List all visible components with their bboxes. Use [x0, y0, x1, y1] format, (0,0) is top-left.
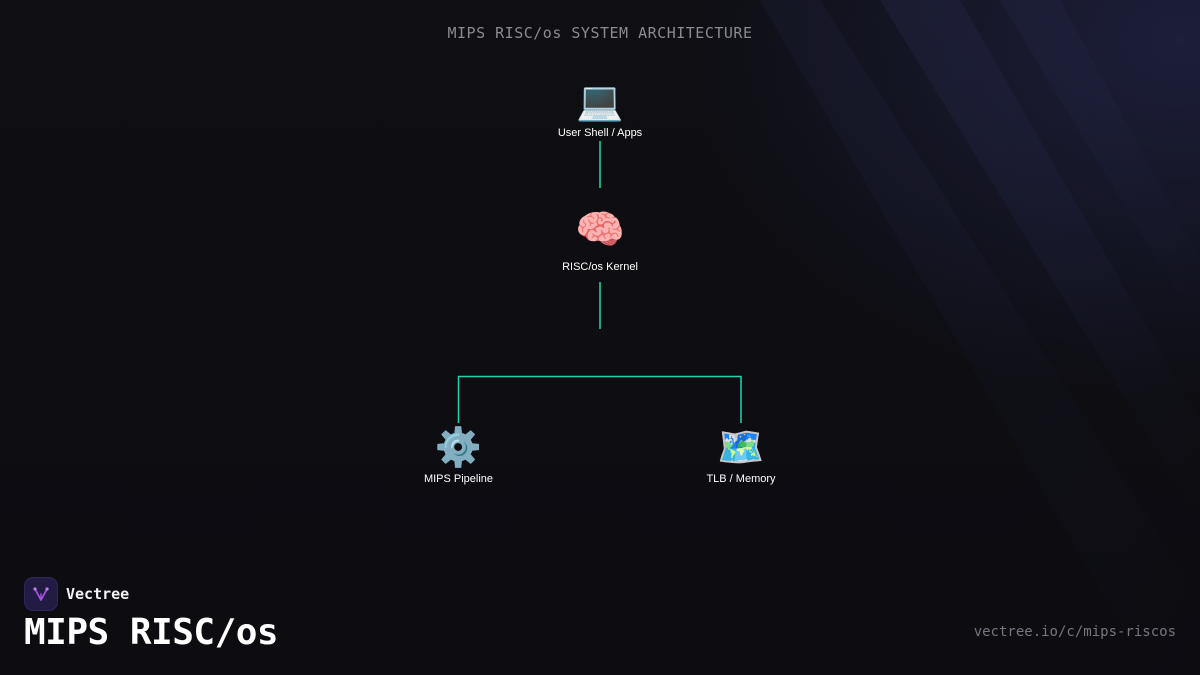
- node-label: TLB / Memory: [706, 473, 776, 485]
- brand[interactable]: Vectree: [24, 577, 129, 611]
- laptop-icon: 💻: [576, 81, 624, 123]
- vectree-logo-icon: [24, 577, 58, 611]
- edge-kernel-branches: [457, 375, 742, 423]
- page-title: MIPS RISC/os: [24, 612, 279, 653]
- diagram-title: MIPS RISC/os SYSTEM ARCHITECTURE: [447, 24, 753, 42]
- brain-icon: 🧠: [575, 208, 625, 252]
- gear-icon: ⚙️: [434, 427, 483, 469]
- node-user-shell[interactable]: 💻 User Shell / Apps: [520, 80, 680, 139]
- node-tlb-memory[interactable]: 🗺️ TLB / Memory: [661, 426, 821, 485]
- brand-name: Vectree: [66, 585, 130, 603]
- node-mips-pipeline[interactable]: ⚙️ MIPS Pipeline: [379, 426, 539, 485]
- node-label: User Shell / Apps: [557, 127, 643, 139]
- source-url[interactable]: vectree.io/c/mips-riscos: [973, 624, 1176, 640]
- map-icon: 🗺️: [717, 427, 765, 469]
- node-label: RISC/os Kernel: [562, 261, 638, 273]
- node-label: MIPS Pipeline: [423, 473, 494, 485]
- node-kernel[interactable]: 🧠 RISC/os Kernel: [520, 204, 680, 273]
